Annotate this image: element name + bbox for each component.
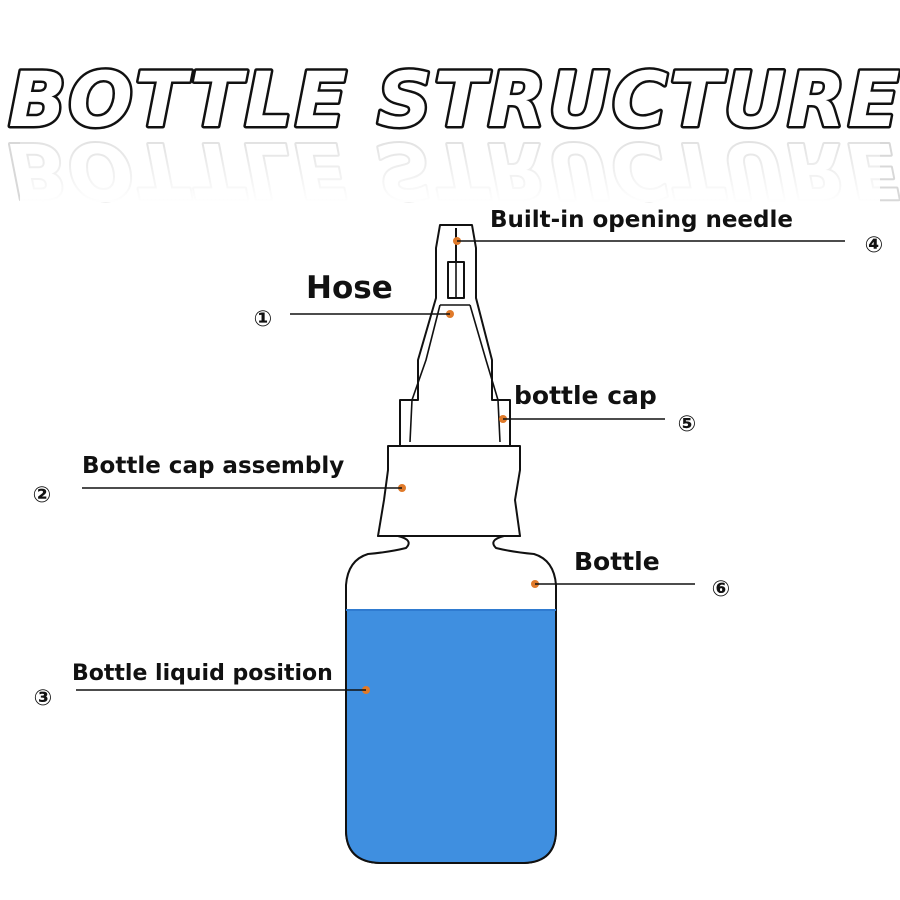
callout-number: ③ — [34, 686, 53, 711]
callout-bottle: Bottle ⑥ — [531, 547, 730, 602]
callout-bottle-liquid-position: Bottle liquid position ③ — [34, 661, 370, 711]
callout-label: Built-in opening needle — [490, 207, 793, 233]
bottle-cap — [399, 224, 511, 447]
callout-bottle-cap: bottle cap ⑤ — [499, 381, 696, 437]
diagram-title: BOTTLE STRUCTURE — [8, 55, 900, 144]
callout-label: bottle cap — [514, 381, 657, 410]
bottle-cap-nozzle — [399, 224, 511, 447]
title-reflection: BOTTLE STRUCTURE — [6, 124, 900, 217]
callout-label: Bottle liquid position — [72, 661, 333, 686]
bottle-body — [345, 535, 557, 864]
callout-number: ② — [33, 483, 52, 508]
bottle-cap-assembly — [377, 445, 521, 537]
callout-bottle-cap-assembly: Bottle cap assembly ② — [33, 453, 406, 508]
callout-label: Hose — [306, 270, 393, 306]
callout-number: ⑤ — [678, 412, 697, 437]
callout-built-in-opening-needle: Built-in opening needle ④ — [453, 207, 883, 258]
callout-label: Bottle cap assembly — [82, 453, 344, 479]
callout-number: ① — [254, 307, 273, 332]
callout-number: ④ — [865, 233, 884, 258]
callout-label: Bottle — [574, 547, 660, 576]
bottle-liquid — [345, 609, 557, 864]
callout-number: ⑥ — [712, 577, 731, 602]
callout-hose: Hose ① — [254, 270, 454, 332]
